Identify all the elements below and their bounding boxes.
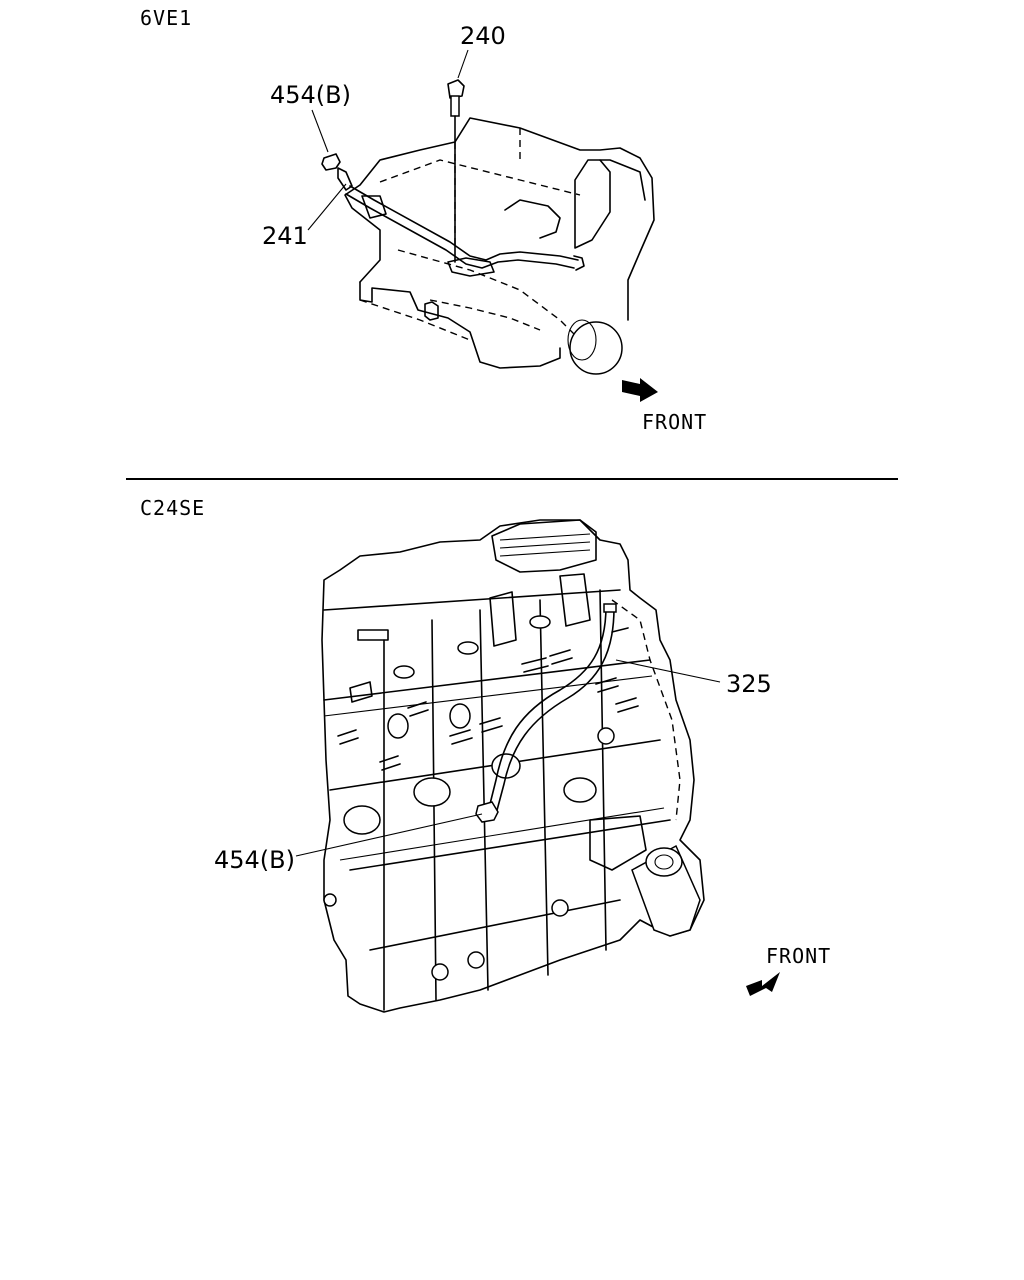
leader-454b-bottom xyxy=(295,813,483,857)
leader-325 xyxy=(615,659,721,683)
oil-level-gauge-tube-c24se xyxy=(487,603,617,815)
engine-block-c24se xyxy=(321,519,705,1013)
bolt-454b-top xyxy=(321,153,353,191)
callout-454b-top: 454(B) xyxy=(270,81,351,109)
front-arrow-bottom-icon xyxy=(746,972,780,996)
callout-241: 241 xyxy=(262,222,308,250)
callout-325: 325 xyxy=(726,670,772,698)
leader-240 xyxy=(457,49,469,79)
callout-240: 240 xyxy=(460,22,506,50)
leader-454b-top xyxy=(311,109,329,153)
engine-code-6ve1: 6VE1 xyxy=(140,6,193,30)
front-label-top: FRONT xyxy=(642,410,708,434)
engine-block-6ve1 xyxy=(344,117,655,375)
bolt-454b-bottom xyxy=(475,801,499,823)
front-arrow-top-icon xyxy=(622,378,658,402)
oil-level-gauge-tube-6ve1 xyxy=(345,185,585,277)
bolt-240 xyxy=(447,79,465,263)
callout-454b-bottom: 454(B) xyxy=(214,846,295,874)
engine-code-c24se: C24SE xyxy=(140,496,206,520)
front-label-bottom: FRONT xyxy=(766,944,832,968)
leader-241 xyxy=(307,183,347,231)
